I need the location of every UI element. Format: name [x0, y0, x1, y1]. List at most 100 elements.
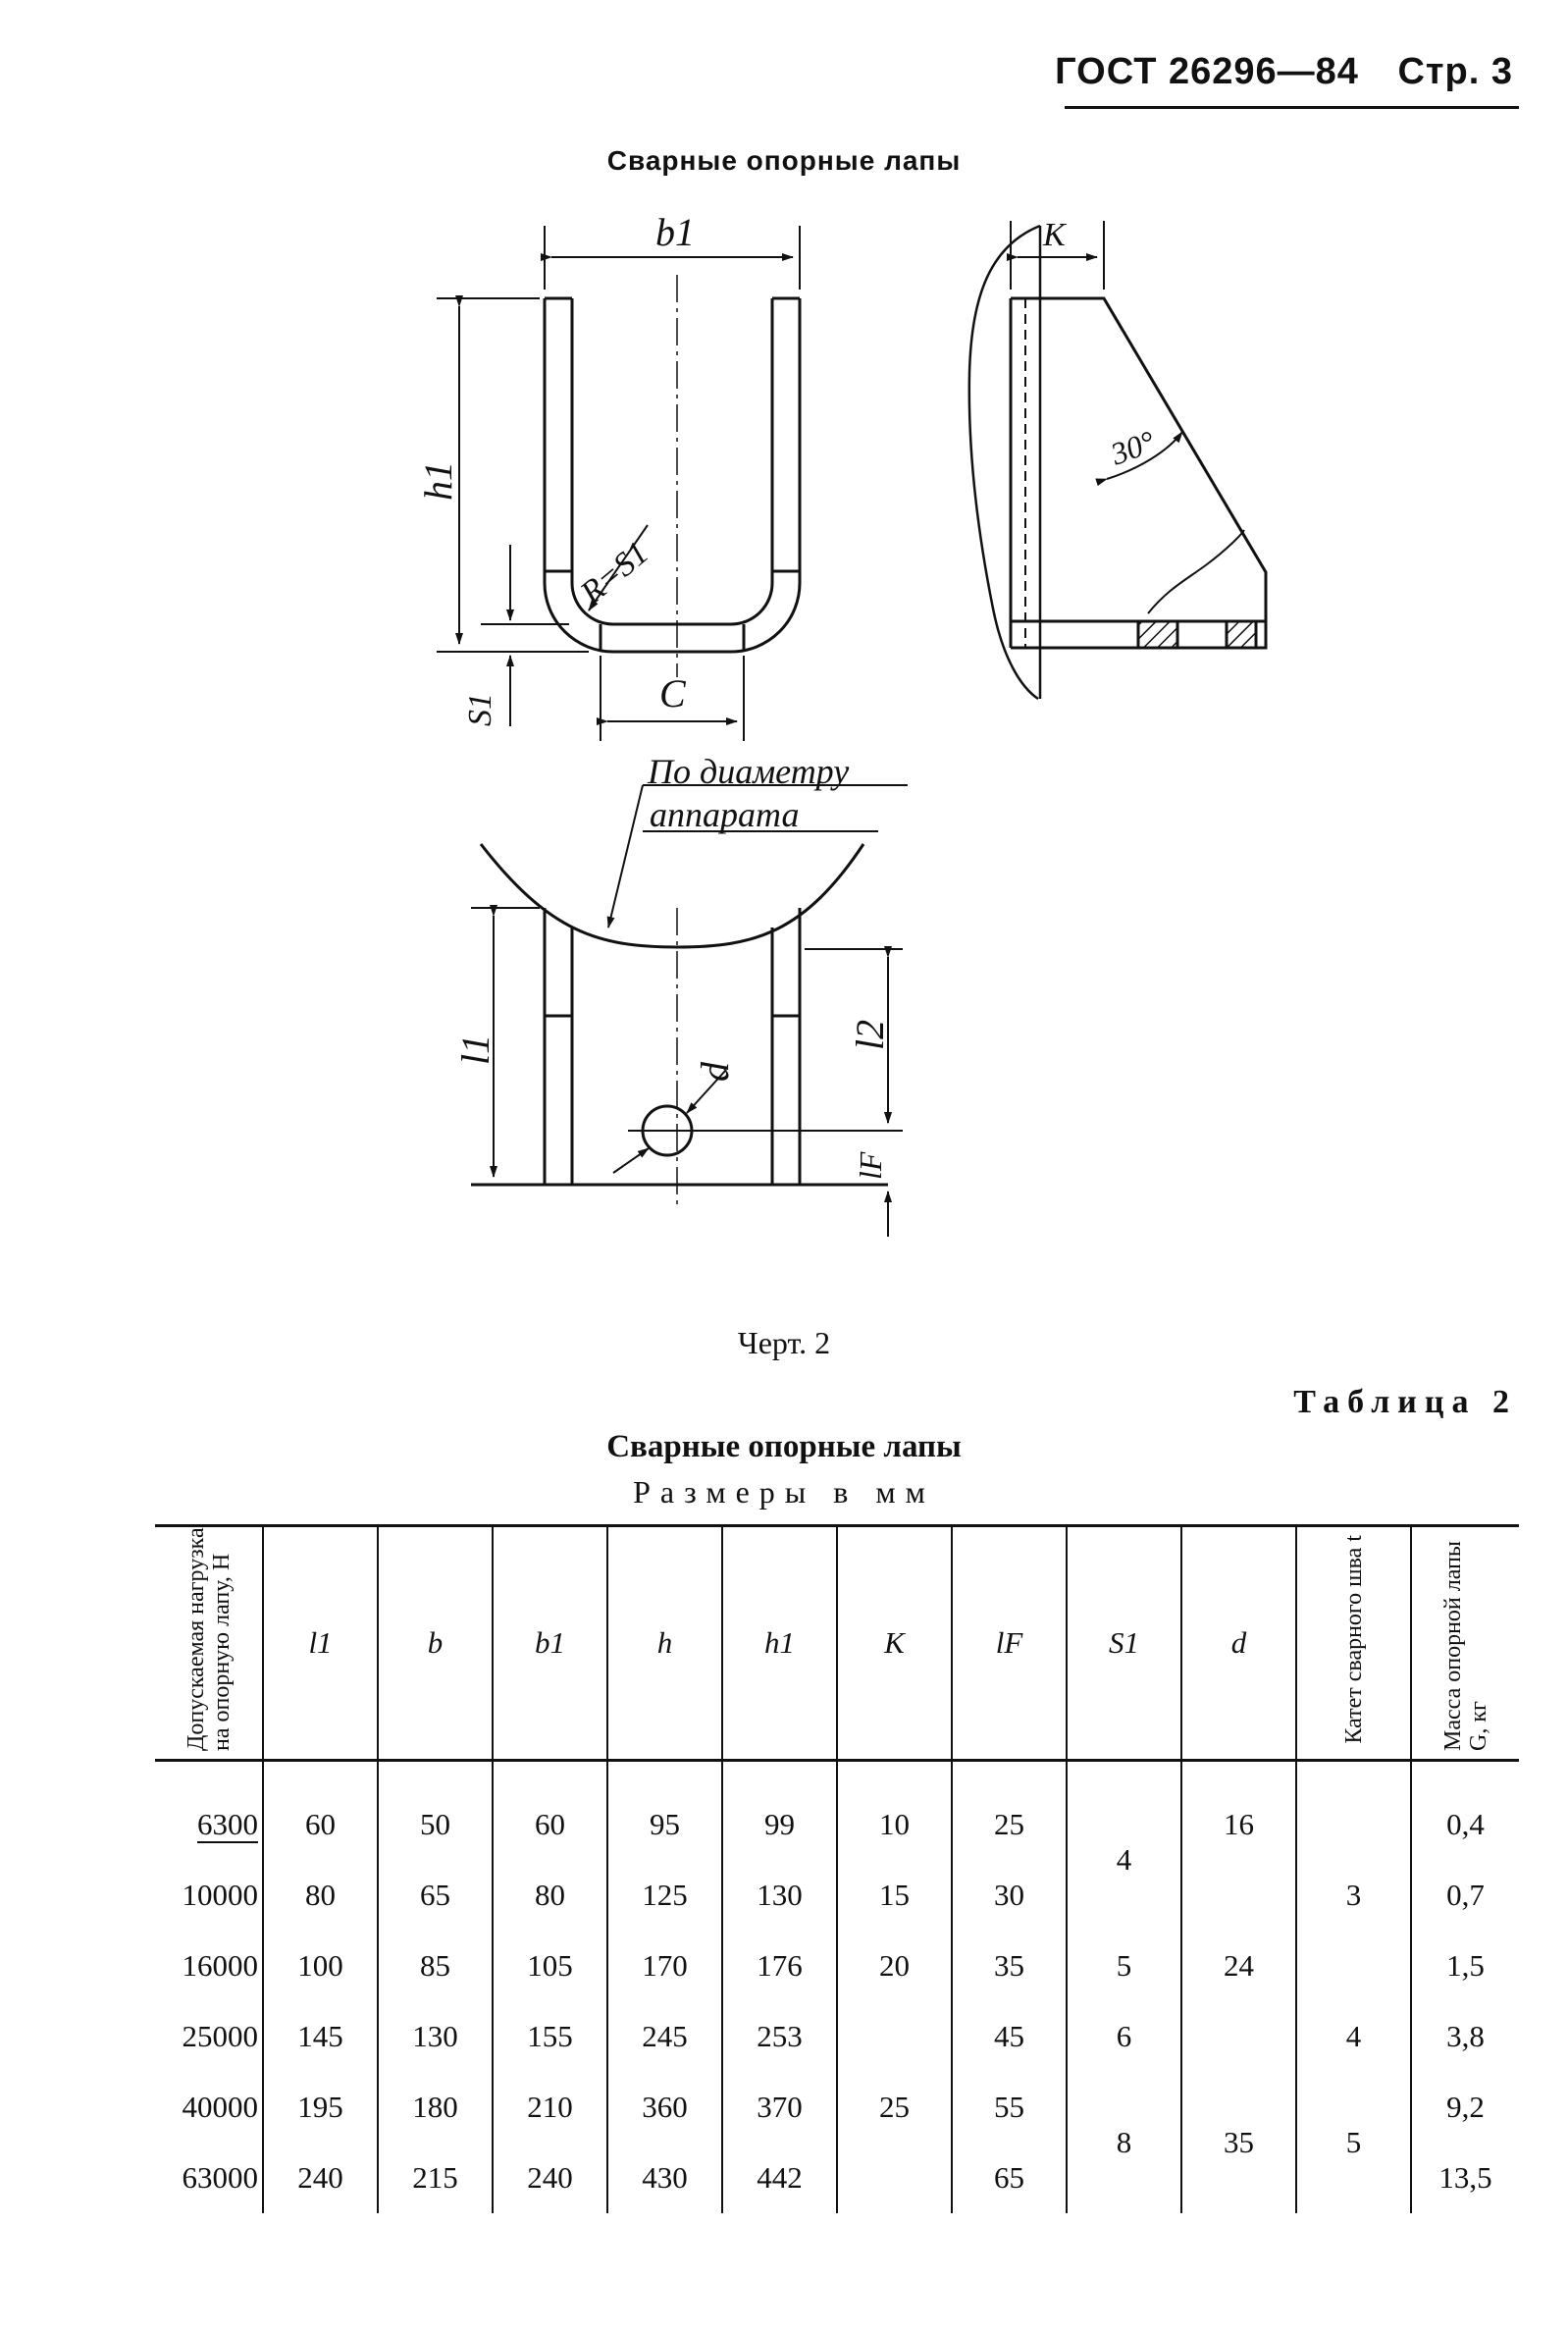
- d-cell: 35: [1180, 2072, 1296, 2213]
- table-units: Размеры в мм: [633, 1474, 935, 1510]
- col-l1: l1: [262, 1524, 378, 1762]
- h1-cell: 442: [721, 2143, 837, 2213]
- l1-cell: 60: [262, 1760, 378, 1860]
- col-h1: h1: [721, 1524, 837, 1762]
- plan-view: [471, 784, 908, 1237]
- lf-cell: 65: [951, 2143, 1067, 2213]
- b1-cell: 60: [492, 1760, 607, 1860]
- s1-cell: 4: [1066, 1760, 1181, 1931]
- col-weld: Катет сварного шва t: [1295, 1524, 1411, 1762]
- table-row: 16000 100 85 105 170 176 20 35 5 1,5: [155, 1931, 1519, 2001]
- h1-cell: 253: [721, 2001, 837, 2072]
- section-title: Сварные опорные лапы: [606, 145, 962, 176]
- h-cell: 125: [606, 1860, 722, 1931]
- label-h1: h1: [416, 461, 460, 501]
- col-b: b: [377, 1524, 493, 1762]
- table-row: 25000 145 130 155 245 253 25 45 6 4 3,8: [155, 2001, 1519, 2213]
- lf-cell: 55: [951, 2072, 1067, 2143]
- load-cell: 6300: [197, 1807, 258, 1843]
- b1-cell: 210: [492, 2072, 607, 2143]
- mass-cell: 1,5: [1410, 1931, 1519, 2001]
- lf-cell: 45: [951, 2001, 1067, 2072]
- s1-cell: 8: [1066, 2072, 1181, 2213]
- label-lf: lF: [853, 1151, 888, 1180]
- label-k: K: [1042, 217, 1068, 253]
- load-cell: 10000: [182, 1878, 259, 1912]
- col-s1: S1: [1066, 1524, 1181, 1762]
- h-cell: 170: [606, 1931, 722, 2001]
- weld-cell: 5: [1295, 2072, 1411, 2213]
- label-l2: l2: [848, 1020, 892, 1050]
- lf-cell: 35: [951, 1931, 1067, 2001]
- page-number: Стр. 3: [1397, 51, 1513, 92]
- side-view: [967, 221, 1268, 701]
- col-h: h: [606, 1524, 722, 1762]
- b-cell: 85: [377, 1931, 493, 2001]
- col-mass: Масса опорной лапы G, кг: [1410, 1524, 1519, 1762]
- h-cell: 95: [606, 1760, 722, 1860]
- b-cell: 50: [377, 1760, 493, 1860]
- weld-cell: 3: [1295, 1760, 1411, 2001]
- b-cell: 215: [377, 2143, 493, 2213]
- b1-cell: 155: [492, 2001, 607, 2072]
- label-s1: S1: [462, 693, 498, 726]
- b1-cell: 105: [492, 1931, 607, 2001]
- table-row: 6300 60 50 60 95 99 10 25 4 16 3 0,4: [155, 1760, 1519, 2001]
- k-cell: 20: [836, 1931, 952, 2001]
- l1-cell: 80: [262, 1860, 378, 1931]
- l1-cell: 240: [262, 2143, 378, 2213]
- table-label: Таблица 2: [1293, 1384, 1517, 1420]
- mass-cell: 0,4: [1410, 1760, 1519, 1860]
- mass-cell: 0,7: [1410, 1860, 1519, 1931]
- label-c: C: [659, 671, 687, 716]
- label-d: d: [693, 1061, 737, 1082]
- note-diameter: По диаметру: [647, 752, 849, 791]
- note-apparatus: аппарата: [650, 795, 799, 834]
- mass-cell: 13,5: [1410, 2143, 1519, 2213]
- drawing-caption: Черт. 2: [737, 1325, 831, 1360]
- l1-cell: 100: [262, 1931, 378, 2001]
- k-cell: 15: [836, 1860, 952, 1931]
- label-angle: 30°: [1105, 423, 1160, 472]
- d-cell: 16: [1180, 1760, 1296, 1860]
- mass-cell: 3,8: [1410, 2001, 1519, 2072]
- col-lf: lF: [951, 1524, 1067, 1762]
- col-k: K: [836, 1524, 952, 1762]
- table-row: 40000 195 180 210 360 370 55 8 35 5 9,2: [155, 2072, 1519, 2213]
- h-cell: 360: [606, 2072, 722, 2143]
- lf-cell: 25: [951, 1760, 1067, 1860]
- h1-cell: 176: [721, 1931, 837, 2001]
- b-cell: 130: [377, 2001, 493, 2072]
- s1-cell: 6: [1066, 2001, 1181, 2072]
- b-cell: 180: [377, 2072, 493, 2143]
- header-rule: [1065, 106, 1519, 109]
- d-cell: 24: [1180, 1860, 1296, 2072]
- b1-cell: 240: [492, 2143, 607, 2213]
- h1-cell: 370: [721, 2072, 837, 2143]
- table-header-row: Допускаемая нагрузка на опорную лапу, Н …: [155, 1524, 1519, 1762]
- l1-cell: 145: [262, 2001, 378, 2072]
- b1-cell: 80: [492, 1860, 607, 1931]
- load-cell: 40000: [182, 2090, 259, 2124]
- b-cell: 65: [377, 1860, 493, 1931]
- page-header: ГОСТ 26296—84 Стр. 3: [1027, 51, 1513, 93]
- k-cell: 10: [836, 1760, 952, 1860]
- label-b1: b1: [655, 210, 695, 254]
- h-cell: 245: [606, 2001, 722, 2072]
- load-cell: 25000: [182, 2019, 259, 2053]
- load-cell: 16000: [182, 1948, 259, 1983]
- lf-cell: 30: [951, 1860, 1067, 1931]
- h-cell: 430: [606, 2143, 722, 2213]
- front-view: [437, 226, 802, 741]
- standard-number: ГОСТ 26296—84: [1055, 51, 1359, 92]
- mass-cell: 9,2: [1410, 2072, 1519, 2143]
- col-d: d: [1180, 1524, 1296, 1762]
- table-row: 10000 80 65 80 125 130 15 30 24 0,7: [155, 1860, 1519, 2072]
- k-cell: 25: [836, 2001, 952, 2213]
- col-load: Допускаемая нагрузка на опорную лапу, Н: [155, 1524, 263, 1762]
- weld-cell: 4: [1295, 2001, 1411, 2072]
- h1-cell: 130: [721, 1860, 837, 1931]
- s1-cell: 5: [1066, 1931, 1181, 2001]
- table-row: 63000 240 215 240 430 442 65 13,5: [155, 2143, 1519, 2213]
- h1-cell: 99: [721, 1760, 837, 1860]
